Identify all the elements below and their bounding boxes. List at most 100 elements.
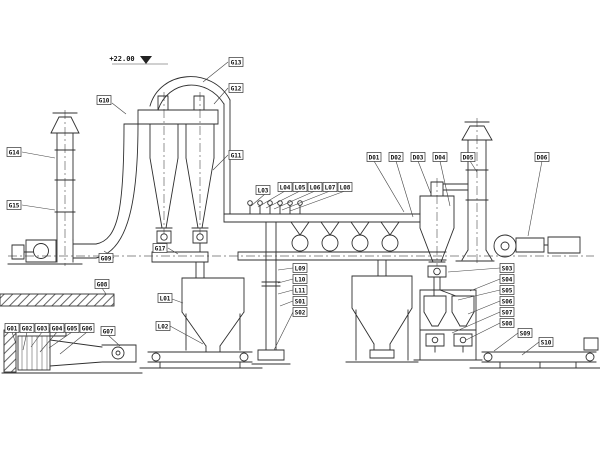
label-d05: D05 (460, 152, 476, 162)
label-s06: S06 (499, 296, 515, 306)
svg-text:D06: D06 (537, 154, 548, 161)
conveying-pipe-lines (237, 251, 447, 261)
classifier-circle (321, 234, 339, 252)
svg-text:G15: G15 (9, 202, 20, 209)
svg-text:L11: L11 (295, 287, 306, 294)
conveyor-pulley (483, 352, 493, 362)
label-g09: G09 (98, 253, 114, 263)
svg-text:G14: G14 (9, 149, 20, 156)
label-l04: L04 (277, 182, 293, 192)
svg-text:G17: G17 (155, 245, 166, 252)
cyclone-bodies (149, 123, 215, 229)
classifier-units (290, 221, 400, 252)
label-d03: D03 (410, 152, 426, 162)
elevation-text: +22.00 (109, 55, 134, 63)
packing-frame-bins (413, 261, 483, 361)
label-d02: D02 (388, 152, 404, 162)
feeder-end-roller (151, 352, 161, 362)
header-fitting (277, 200, 283, 206)
header-duct-lines (223, 205, 421, 223)
svg-text:G13: G13 (231, 59, 242, 66)
label-s07: S07 (499, 307, 515, 317)
centerlines (8, 92, 594, 266)
stack-outline (50, 112, 80, 241)
label-s02: S02 (292, 307, 308, 317)
classifier-circle (381, 234, 399, 252)
label-g07: G07 (100, 326, 116, 336)
label-g14: G14 (6, 147, 22, 157)
packer-dial (431, 336, 439, 344)
discharge-conveyor (469, 337, 600, 369)
svg-text:G09: G09 (101, 255, 112, 262)
rotary-valve-circle (196, 233, 204, 241)
label-d04: D04 (432, 152, 448, 162)
center-drop-pipe (251, 221, 291, 365)
discharge-outline (151, 227, 209, 279)
drop-pipe-lines (251, 221, 291, 365)
svg-text:D01: D01 (369, 154, 380, 161)
label-l06: L06 (307, 182, 323, 192)
label-s04: S04 (499, 274, 515, 284)
svg-text:G06: G06 (82, 325, 93, 332)
label-g15: G15 (6, 200, 22, 210)
svg-text:S10: S10 (541, 339, 552, 346)
svg-text:L01: L01 (160, 295, 171, 302)
cyclone-inlet-curve (149, 76, 231, 111)
svg-text:L03: L03 (258, 187, 269, 194)
callout-leaders (11, 61, 543, 356)
hopper1-outline (139, 277, 263, 369)
label-l05: L05 (292, 182, 308, 192)
classifier-circle (351, 234, 369, 252)
label-s09: S09 (517, 328, 533, 338)
label-g06: G06 (79, 323, 95, 333)
svg-text:G08: G08 (97, 281, 108, 288)
label-s03: S03 (499, 263, 515, 273)
label-s05: S05 (499, 285, 515, 295)
label-s08: S08 (499, 318, 515, 328)
svg-text:G11: G11 (231, 152, 242, 159)
svg-text:S01: S01 (295, 298, 306, 305)
cyclone-discharge-valves (151, 227, 209, 279)
label-g10: G10 (96, 95, 112, 105)
svg-text:L05: L05 (295, 184, 306, 191)
label-g02: G02 (19, 323, 35, 333)
screw-conveyor-hatch (0, 293, 115, 307)
svg-text:S08: S08 (502, 320, 513, 327)
label-l08: L08 (337, 182, 353, 192)
label-d01: D01 (366, 152, 382, 162)
vertical-centerlines (64, 92, 478, 266)
svg-text:G07: G07 (103, 328, 114, 335)
svg-text:L07: L07 (325, 184, 336, 191)
label-g05: G05 (64, 323, 80, 333)
header-fitting (247, 200, 253, 206)
blower-impeller-circle (33, 243, 49, 259)
cyclone-battery (137, 76, 231, 229)
label-l09: L09 (292, 263, 308, 273)
label-g03: G03 (34, 323, 50, 333)
svg-text:L04: L04 (280, 184, 291, 191)
svg-text:G03: G03 (37, 325, 48, 332)
packer-dial (459, 336, 467, 344)
svg-text:G05: G05 (67, 325, 78, 332)
exhaust-fan (493, 234, 581, 258)
label-l03: L03 (255, 185, 271, 195)
cyclone-header (137, 95, 219, 125)
feeder-fan-circle (111, 346, 125, 360)
leader-lines (11, 61, 543, 356)
conveyor-outline (469, 337, 600, 369)
svg-text:G04: G04 (52, 325, 63, 332)
svg-text:G02: G02 (22, 325, 33, 332)
feeder-end-roller (239, 352, 249, 362)
header-fitting (257, 200, 263, 206)
blower-outline (7, 239, 97, 265)
header-fitting (297, 200, 303, 206)
hopper2-outline (345, 259, 419, 363)
fan-outlet-silencer (515, 236, 581, 254)
exhaust-stack-right (455, 121, 495, 262)
fan-hub-circle (500, 241, 510, 251)
label-g04: G04 (49, 323, 65, 333)
conveyor-pulley (585, 352, 595, 362)
svg-text:G10: G10 (99, 97, 110, 104)
label-l01: L01 (157, 293, 173, 303)
